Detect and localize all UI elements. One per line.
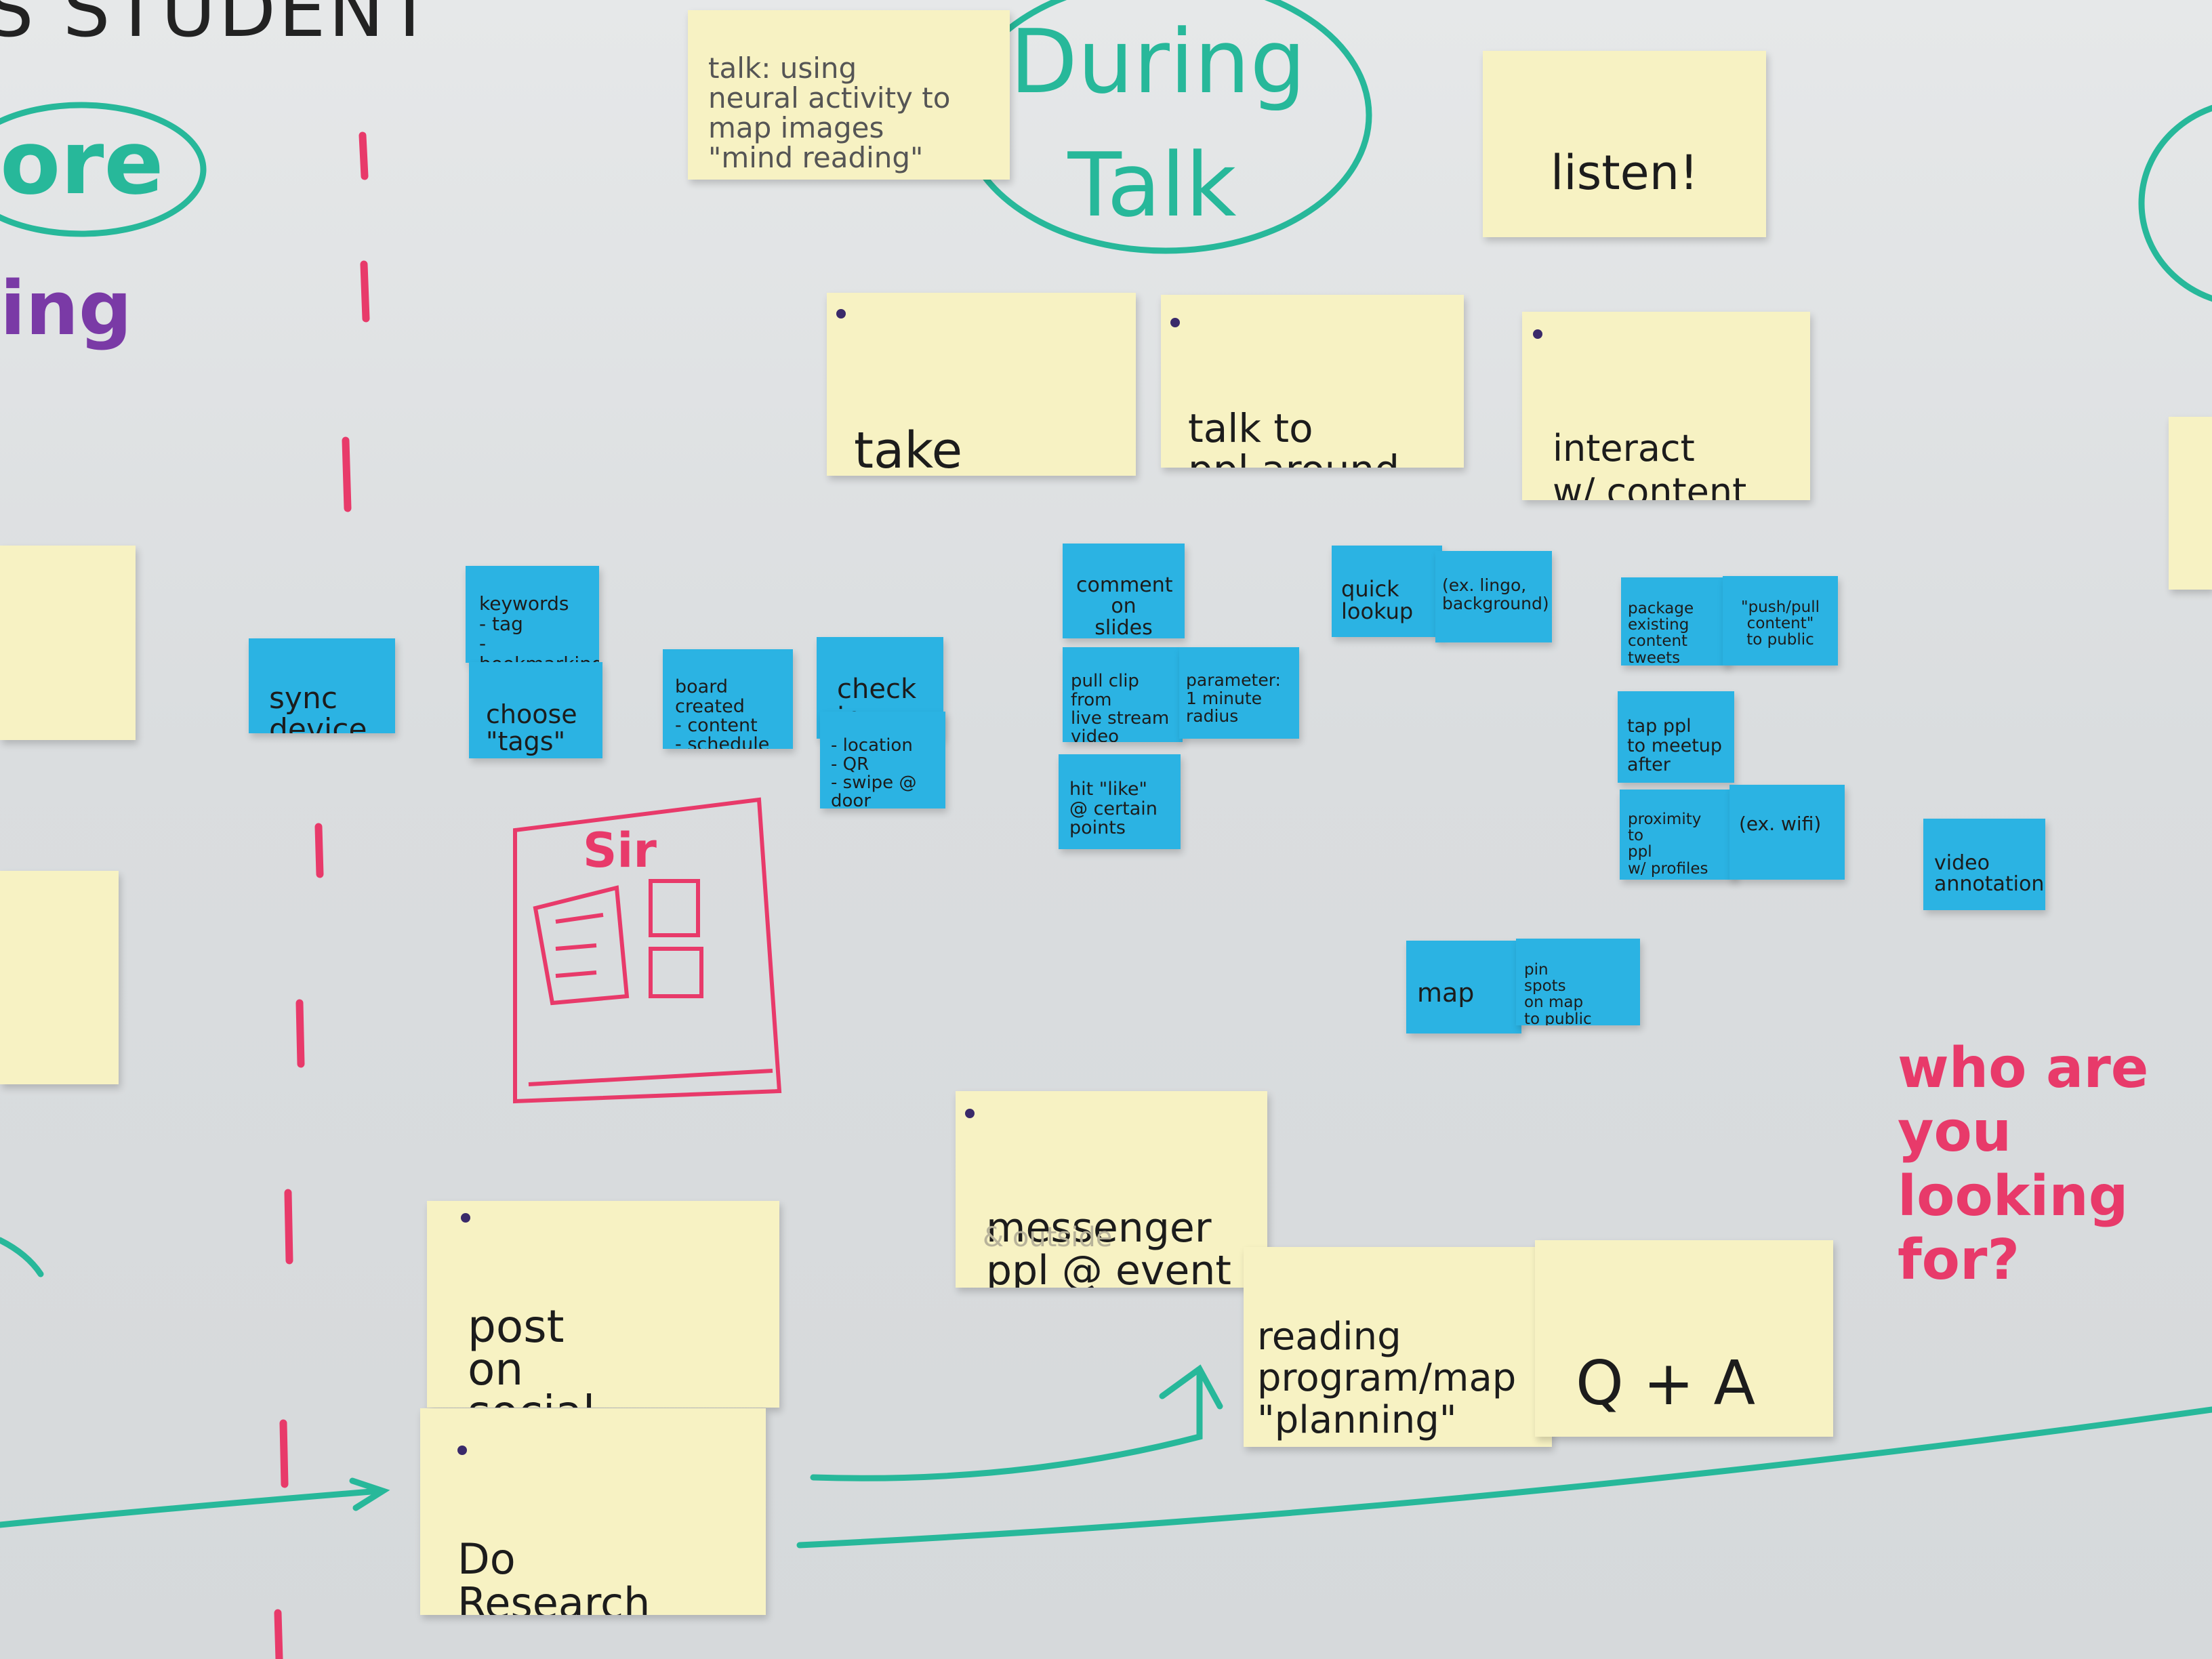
sticky-messenger-text: messenger ppl @ event — [986, 1204, 1231, 1288]
sticky-take-notes: take notes/pic/ record — [827, 293, 1136, 476]
sticky-pin-spots: pin spots on map to public — [1516, 939, 1640, 1025]
sticky-choose-tags: choose "tags" — [469, 662, 602, 758]
sticky-map: map — [1406, 941, 1521, 1033]
sticky-interact-text: interact w/ content (ex. 3D brain) — [1553, 426, 1747, 500]
sticky-pin-spots-text: pin spots on map to public — [1524, 961, 1592, 1025]
pin-dot — [965, 1109, 975, 1118]
sticky-listen-text: listen! — [1550, 144, 1699, 201]
sticky-talk-topic: talk: using neural activity to map image… — [688, 10, 1010, 180]
sticky-post-social: post on social media — [427, 1201, 779, 1408]
pin-dot — [457, 1446, 467, 1455]
sticky-tap-ppl: tap ppl to meetup after — [1618, 691, 1734, 783]
sticky-check-in-list: - location - QR - swipe @ door — [820, 712, 945, 808]
sticky-sync-device-text: sync device — [269, 681, 367, 733]
sticky-ex-wifi: (ex. wifi) — [1729, 785, 1845, 880]
sticky-package-existing-text: package existing content tweets — [1628, 600, 1694, 665]
sticky-interact: interact w/ content (ex. 3D brain) — [1522, 312, 1810, 500]
sticky-do-research-text: Do Research — [457, 1534, 651, 1615]
sticky-parameter: parameter: 1 minute radius — [1179, 647, 1299, 739]
sticky-pull-clip-text: pull clip from live stream video — [1071, 671, 1170, 742]
sticky-post-social-text: post on social media — [468, 1300, 595, 1408]
sticky-proximity-text: proximity to ppl w/ profiles — [1628, 811, 1708, 878]
pin-dot — [836, 309, 846, 319]
pink-dashed-divider — [274, 131, 370, 1659]
sticky-pull-clip: pull clip from live stream video — [1063, 647, 1183, 742]
sticky-edge-left-mid — [0, 871, 119, 1084]
sticky-qa-text: Q + A — [1576, 1347, 1756, 1419]
sticky-quick-lookup-text: quick lookup — [1341, 575, 1414, 625]
sticky-do-research: Do Research — [420, 1408, 766, 1615]
teal-circle-right — [2138, 104, 2212, 302]
sketch-label: Sir — [583, 823, 657, 878]
sticky-messenger-faint: & outside — [983, 1222, 1113, 1253]
sticky-talk-topic-text: talk: using neural activity to map image… — [708, 52, 951, 175]
sticky-proximity: proximity to ppl w/ profiles — [1620, 790, 1736, 880]
sticky-hit-like-text: hit "like" @ certain points — [1069, 779, 1158, 839]
pink-question-text: who are you looking for? — [1898, 1036, 2149, 1292]
sticky-listen: listen! — [1483, 51, 1766, 237]
sticky-map-text: map — [1417, 977, 1475, 1008]
sticky-talk-to-ppl: talk to ppl around him — [1161, 295, 1464, 468]
sticky-board-created: board created - content - schedule — [663, 649, 793, 749]
sticky-talk-to-ppl-text: talk to ppl around him — [1188, 405, 1399, 468]
sticky-lingo-text: (ex. lingo, background) — [1442, 575, 1549, 613]
sticky-reading-program: reading program/map "planning" — [1244, 1247, 1552, 1447]
sticky-push-pull-text: "push/pull content" to public — [1740, 598, 1820, 649]
sticky-lingo: (ex. lingo, background) — [1435, 551, 1552, 642]
sticky-edge-right — [2169, 417, 2212, 590]
top-left-heading: S STUDENT — [0, 0, 436, 54]
pin-dot — [1170, 318, 1180, 327]
circle-label-left: ore — [0, 111, 164, 214]
sticky-messenger: messenger ppl @ event & outside — [956, 1091, 1267, 1288]
sticky-package-existing: package existing content tweets — [1621, 577, 1729, 665]
sticky-video-annotation: video annotation — [1923, 819, 2045, 910]
sticky-quick-lookup: quick lookup — [1332, 546, 1442, 637]
pin-dot — [1533, 329, 1542, 339]
sticky-keywords: keywords - tag - bookmarking - search — [466, 566, 599, 663]
sticky-parameter-text: parameter: 1 minute radius — [1186, 670, 1281, 726]
sticky-video-annotation-text: video annotation — [1934, 851, 2045, 896]
sticky-ex-wifi-text: (ex. wifi) — [1739, 813, 1822, 836]
sticky-qa: Q + A — [1535, 1240, 1833, 1437]
left-purple-text: ing — [0, 265, 132, 352]
sticky-comment-slides-text: comment on slides — [1076, 573, 1173, 638]
pin-dot — [461, 1213, 470, 1223]
sticky-board-created-text: board created - content - schedule — [675, 676, 770, 749]
sticky-tap-ppl-text: tap ppl to meetup after — [1627, 716, 1723, 776]
sticky-reading-program-text: reading program/map "planning" — [1257, 1314, 1517, 1442]
sticky-take-notes-text: take notes/pic/ record — [854, 422, 963, 476]
during-talk-heading: During Talk — [1010, 10, 1306, 237]
sticky-keywords-text: keywords - tag - bookmarking - search — [479, 592, 599, 663]
sticky-check-in-list-text: - location - QR - swipe @ door — [831, 735, 917, 808]
sticky-choose-tags-text: choose "tags" — [486, 699, 577, 756]
sticky-comment-slides: comment on slides — [1063, 544, 1185, 638]
sticky-edge-left-top — [0, 546, 136, 740]
sticky-sync-device: sync device — [249, 638, 395, 733]
sticky-hit-like: hit "like" @ certain points — [1059, 754, 1181, 849]
sticky-push-pull: "push/pull content" to public — [1723, 576, 1838, 665]
